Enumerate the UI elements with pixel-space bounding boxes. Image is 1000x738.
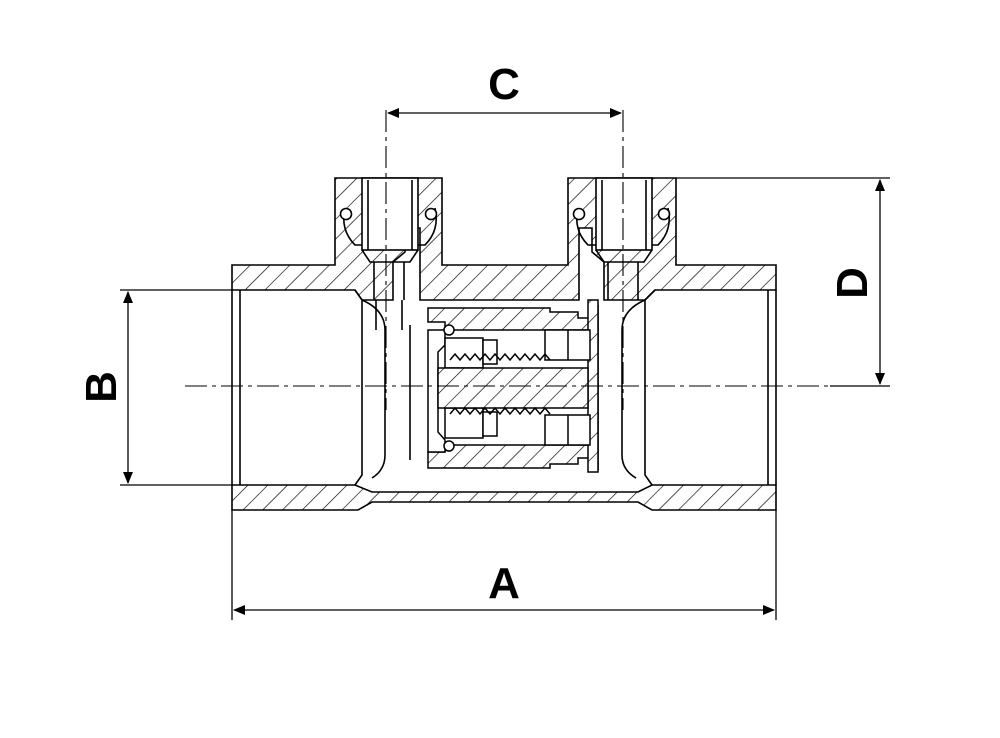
spring-lower bbox=[449, 406, 551, 416]
dim-b-label: B bbox=[77, 371, 126, 403]
left-port bbox=[339, 177, 438, 330]
right-port bbox=[572, 177, 671, 300]
dimensions bbox=[120, 108, 890, 620]
center-lines bbox=[185, 110, 830, 410]
body-top-wall bbox=[231, 177, 777, 301]
right-port-oring-left bbox=[572, 207, 586, 221]
cartridge-stem bbox=[437, 367, 589, 409]
dim-c-label: C bbox=[488, 60, 520, 109]
left-port-oring-right bbox=[424, 207, 438, 221]
right-port-oring-right bbox=[657, 207, 671, 221]
cartridge-cap bbox=[427, 329, 446, 453]
dim-d-label: D bbox=[828, 267, 877, 299]
spring-upper bbox=[449, 352, 551, 362]
body-bottom-wall bbox=[231, 484, 777, 511]
left-port-oring-left bbox=[339, 207, 353, 221]
dim-a-label: A bbox=[488, 559, 520, 608]
